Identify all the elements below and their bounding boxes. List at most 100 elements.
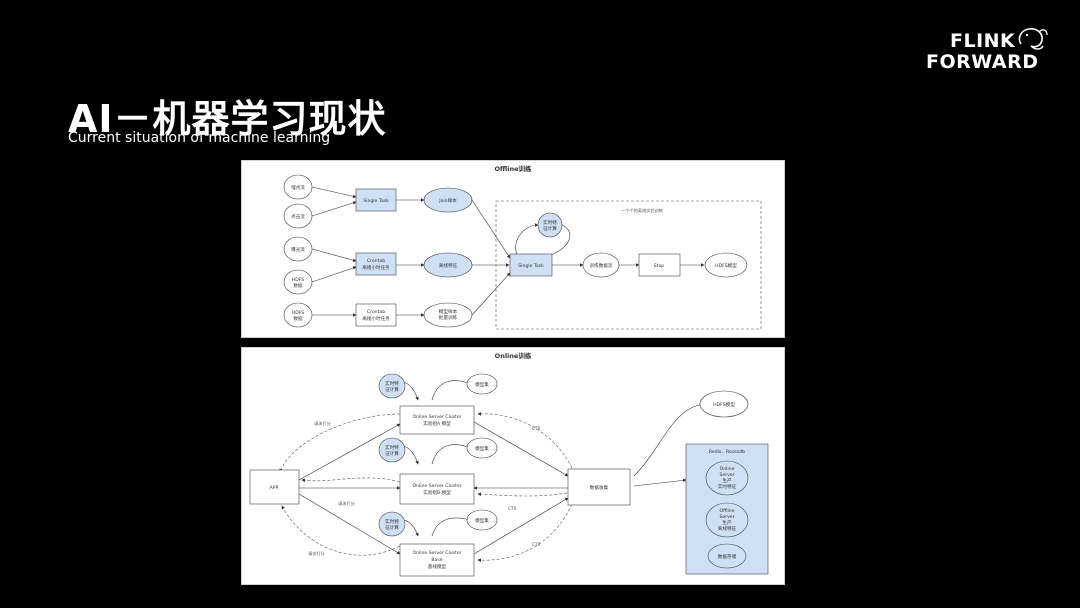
- online-storage-online-line3: 生产: [722, 477, 732, 484]
- online-edge-ctr-2: CTR: [508, 506, 516, 511]
- online-edge-request-1: 请求打分: [314, 420, 332, 427]
- offline-single-task-1-label: Single Task: [363, 198, 389, 204]
- online-server-cluster-base-line1: Online Server Cluster: [412, 550, 461, 556]
- online-model-set-1-label: 模型集: [475, 381, 489, 388]
- offline-group-label: 一个个的离线实验训练: [621, 207, 664, 214]
- online-data-collection: 数据收集: [567, 468, 631, 506]
- offline-hdfs-2-line1: HDFS: [292, 310, 305, 316]
- online-model-set-3-label: 模型集: [475, 517, 489, 524]
- online-server-cluster-base: Online Server Cluster Base 基线模型: [399, 543, 475, 577]
- online-realtime-feature-1: 实时特 征计算: [378, 373, 406, 399]
- online-model-set-2: 模型集: [466, 437, 498, 459]
- offline-hdfs-2: HDFS 数据: [283, 302, 313, 328]
- offline-hdfs-1-line2: 数据: [293, 282, 303, 289]
- online-training-diagram: Online训练 请求打分 请求打分 请求打分 CTR CTR CTR APP: [241, 347, 785, 585]
- online-storage-offline-line2: Server: [719, 514, 734, 520]
- offline-source-3-label: 曝光流: [291, 246, 305, 253]
- online-edge-ctr-3: CTR: [532, 542, 540, 547]
- online-model-set-3: 模型集: [466, 509, 498, 531]
- offline-source-2-label: 点击流: [291, 213, 305, 220]
- online-server-cluster-b-line1: Online Server Cluster: [412, 483, 461, 489]
- online-hdfs-model: HDFS模型: [699, 390, 749, 418]
- online-server-cluster-base-line2: Base: [431, 557, 442, 563]
- offline-stop-label: Stop: [654, 263, 665, 269]
- offline-hdfs-1-line1: HDFS: [292, 277, 305, 283]
- online-realtime-feature-3-line2: 征计算: [385, 524, 399, 531]
- online-server-cluster-b: Online Server Cluster 实验组B 模型: [399, 473, 475, 505]
- offline-source-1: 埋点流: [283, 174, 313, 200]
- online-realtime-feature-3-line1: 实时特: [385, 518, 399, 525]
- offline-model-sample-line2: 批量训练: [439, 314, 458, 321]
- offline-crontab-2: Crontab 离线小时任务: [355, 303, 397, 327]
- offline-hdfs-2-line2: 数据: [293, 315, 303, 322]
- offline-experiment-group: [495, 200, 762, 330]
- online-edges: [298, 380, 705, 555]
- online-realtime-feature-2: 实时特 征计算: [378, 437, 406, 463]
- logo-line1: FLINK: [950, 30, 1016, 52]
- offline-crontab-2-line2: 离线小时任务: [362, 315, 390, 322]
- online-storage-online-line1: Online: [720, 466, 735, 472]
- offline-realtime-feature: 实时特 征计算: [537, 212, 563, 238]
- online-server-cluster-base-line3: 基线模型: [428, 563, 447, 570]
- logo-line2: FORWARD: [926, 51, 1039, 73]
- offline-hdfs-model: HDFS模型: [704, 252, 748, 278]
- offline-feature-label: 离线特征: [439, 262, 458, 269]
- offline-stop: Stop: [638, 253, 681, 277]
- online-data-collection-label: 数据收集: [590, 484, 609, 491]
- offline-source-2: 点击流: [283, 203, 313, 229]
- offline-model-sample-line1: 模型样本: [439, 308, 458, 315]
- offline-edges: [311, 186, 705, 317]
- offline-title: Offline训练: [494, 164, 532, 173]
- offline-crontab-1-line2: 离线小时任务: [362, 264, 390, 271]
- online-storage-offline-line4: 离线特征: [718, 525, 737, 532]
- offline-hdfs-1: HDFS 数据: [283, 269, 313, 295]
- online-realtime-feature-2-line1: 实时特: [385, 444, 399, 451]
- online-edge-request-2: 请求打分: [338, 500, 356, 507]
- online-app-label: APP: [270, 485, 279, 491]
- online-storage-offline-line3: 生产: [722, 519, 732, 526]
- offline-join-sample-label: Join样本: [438, 197, 457, 204]
- offline-realtime-feature-line2: 征计算: [543, 225, 557, 232]
- online-model-set-1: 模型集: [466, 373, 498, 395]
- offline-model-sample: 模型样本 批量训练: [423, 302, 473, 328]
- online-storage-data-store-label: 数据存储: [718, 553, 737, 560]
- squirrel-icon: [1018, 28, 1048, 50]
- offline-crontab-1: Crontab 离线小时任务: [355, 252, 397, 276]
- online-storage-offline-server: Offline Server 生产 离线特征: [705, 502, 749, 538]
- offline-single-task-2: Single Task: [509, 253, 553, 277]
- online-model-set-2-label: 模型集: [475, 445, 489, 452]
- online-app: APP: [249, 469, 300, 505]
- online-server-cluster-a-line1: Online Server Cluster: [412, 414, 461, 420]
- online-realtime-feature-2-line2: 征计算: [385, 450, 399, 457]
- offline-feature: 离线特征: [423, 252, 473, 278]
- offline-hdfs-model-label: HDFS模型: [715, 262, 737, 269]
- online-server-cluster-a: Online Server Cluster 实验组A 模型: [399, 405, 475, 435]
- online-server-cluster-a-line2: 实验组A 模型: [423, 420, 451, 427]
- offline-single-task-1: Single Task: [355, 188, 397, 212]
- online-storage-online-server: Online Server 生产 实时特征: [705, 460, 749, 496]
- online-storage-online-line4: 实时特征: [718, 483, 737, 490]
- online-title: Online训练: [495, 351, 532, 360]
- slide-title: AI－机器学习现状: [68, 97, 387, 141]
- offline-train-stream: 训练数据流: [582, 252, 620, 278]
- online-realtime-feature-1-line2: 征计算: [385, 386, 399, 393]
- online-server-cluster-b-line2: 实验组B 模型: [423, 489, 451, 496]
- online-dashed-edges: [279, 412, 573, 562]
- flink-forward-logo: FLINK FORWARD: [922, 28, 1062, 74]
- online-storage-offline-line1: Offline: [719, 508, 734, 514]
- offline-crontab-2-line1: Crontab: [367, 309, 385, 315]
- online-storage-online-line2: Server: [719, 472, 734, 478]
- offline-source-1-label: 埋点流: [291, 184, 305, 191]
- slide-subtitle: Current situation of machine learning: [68, 130, 331, 146]
- offline-training-diagram: Offline训练 一个个的离线实验训练 埋点流 点击流 曝光流 HDFS: [241, 160, 785, 338]
- online-edge-request-3: 请求打分: [308, 550, 326, 557]
- offline-single-task-2-label: Single Task: [518, 263, 544, 269]
- offline-join-sample: Join样本: [423, 187, 473, 213]
- online-storage-title: Redis、Rocksdb: [709, 449, 745, 455]
- offline-train-stream-label: 训练数据流: [590, 262, 613, 269]
- online-storage-data-store: 数据存储: [707, 543, 747, 569]
- online-edge-ctr-1: CTR: [532, 426, 540, 431]
- offline-realtime-feature-line1: 实时特: [543, 219, 557, 226]
- offline-crontab-1-line1: Crontab: [367, 258, 385, 264]
- online-realtime-feature-1-line1: 实时特: [385, 380, 399, 387]
